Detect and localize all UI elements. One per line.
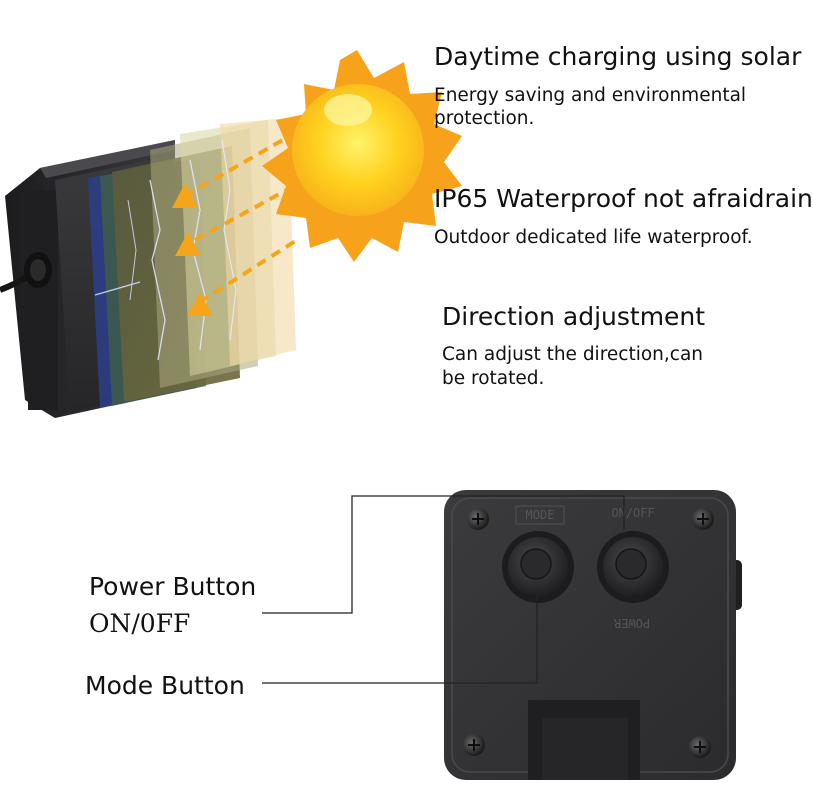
feature-desc-direction-line1: Can adjust the direction,can <box>442 344 704 365</box>
sun-icon <box>262 50 462 262</box>
screw-icon <box>463 508 714 758</box>
mount-bracket <box>528 700 640 780</box>
feature-title-waterproof: IP65 Waterproof not afraidrain <box>434 184 813 213</box>
feature-desc-solar-line2: protection. <box>434 108 535 129</box>
mode-marking: MODE <box>526 508 555 522</box>
mode-button-label: Mode Button <box>85 671 245 700</box>
callout-leader-lines <box>262 495 625 684</box>
feature-title-solar: Daytime charging using solar <box>434 42 802 71</box>
onoff-marking: ON/OFF <box>611 506 654 520</box>
feature-desc-direction-line2: be rotated. <box>442 368 545 389</box>
power-button-onoff-label: ON/0FF <box>89 609 191 638</box>
mode-button[interactable] <box>502 531 574 603</box>
solar-panel-layers <box>88 118 296 408</box>
arrow-up-icon <box>172 183 213 316</box>
feature-desc-waterproof-line1: Outdoor dedicated life waterproof. <box>434 227 753 248</box>
power-button-label: Power Button <box>89 572 257 601</box>
feature-desc-solar-line1: Energy saving and environmental <box>434 85 747 106</box>
feature-title-direction: Direction adjustment <box>442 302 706 331</box>
power-button[interactable] <box>597 531 669 603</box>
power-marking: POWER <box>613 616 650 630</box>
